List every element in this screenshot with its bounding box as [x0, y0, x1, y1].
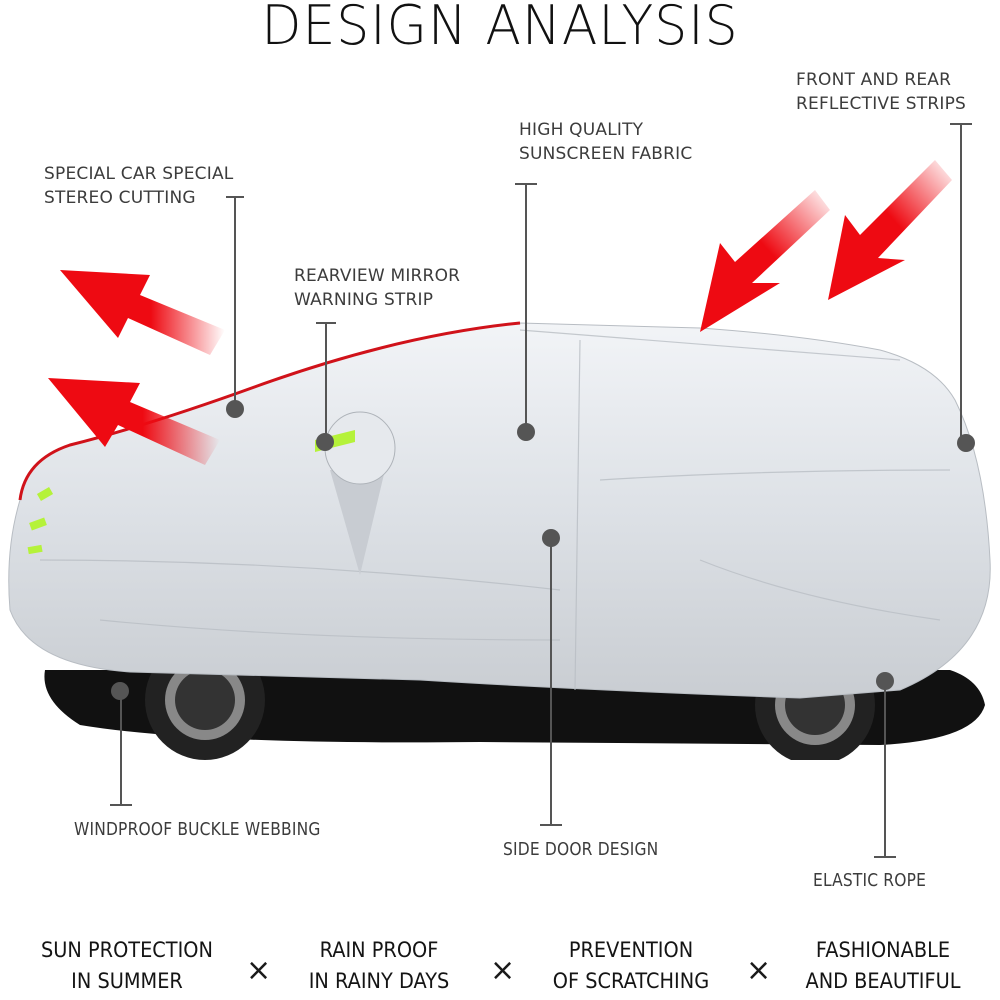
callout-buckle-webbing: WINDPROOF BUCKLE WEBBING	[74, 819, 321, 840]
callout-dot-buckle-webbing	[111, 682, 129, 700]
car-cover-body	[8, 322, 991, 699]
arrow-left-upper	[60, 270, 225, 355]
callout-dot-side-door	[542, 529, 560, 547]
leader-line-side-door	[550, 538, 552, 825]
callout-side-door: SIDE DOOR DESIGN	[503, 839, 659, 860]
leader-tick-stereo-cutting	[226, 196, 244, 198]
arrow-right-1	[700, 190, 830, 332]
leader-line-elastic-rope	[884, 682, 886, 857]
arrow-left-lower	[48, 378, 220, 465]
feature-fashionable: FASHIONABLE AND BEAUTIFUL	[805, 938, 961, 993]
callout-stereo-cutting: SPECIAL CAR SPECIAL STEREO CUTTING	[44, 164, 234, 208]
callout-sunscreen-fabric: HIGH QUALITY SUNSCREEN FABRIC	[519, 120, 693, 164]
leader-tick-elastic-rope	[874, 856, 896, 858]
callout-dot-stereo-cutting	[226, 400, 244, 418]
leader-line-sunscreen-fabric	[525, 183, 527, 431]
car-cover-illustration	[8, 160, 991, 760]
page-title: DESIGN ANALYSIS	[261, 0, 739, 58]
leader-tick-side-door	[540, 824, 562, 826]
callout-dot-mirror-strip	[316, 433, 334, 451]
feature-rain-proof: RAIN PROOF IN RAINY DAYS	[308, 938, 450, 993]
leader-line-mirror-strip	[325, 322, 327, 440]
separator-x-icon: ×	[490, 953, 516, 988]
leader-tick-mirror-strip	[316, 322, 336, 324]
callout-mirror-strip: REARVIEW MIRROR WARNING STRIP	[294, 266, 461, 310]
feature-sun-protection: SUN PROTECTION IN SUMMER	[41, 938, 213, 993]
leader-tick-reflective-strips	[950, 123, 972, 125]
red-piping	[18, 321, 521, 501]
callout-dot-reflective-strips	[957, 434, 975, 452]
callout-dot-elastic-rope	[876, 672, 894, 690]
callout-elastic-rope: ELASTIC ROPE	[813, 870, 927, 891]
leader-tick-buckle-webbing	[110, 804, 132, 806]
callout-reflective-strips: FRONT AND REAR REFLECTIVE STRIPS	[796, 70, 967, 114]
leader-line-stereo-cutting	[234, 196, 236, 408]
callout-dot-sunscreen-fabric	[517, 423, 535, 441]
feature-prevention-scratching: PREVENTION OF SCRATCHING	[552, 938, 710, 993]
feature-strip: SUN PROTECTION IN SUMMER × RAIN PROOF IN…	[0, 935, 1000, 1000]
leader-line-buckle-webbing	[120, 690, 122, 805]
separator-x-icon: ×	[746, 953, 772, 988]
leader-tick-sunscreen-fabric	[515, 183, 537, 185]
arrow-right-2	[828, 160, 952, 300]
separator-x-icon: ×	[246, 953, 272, 988]
front-reflective-strip	[27, 487, 54, 555]
leader-line-reflective-strips	[960, 123, 962, 443]
